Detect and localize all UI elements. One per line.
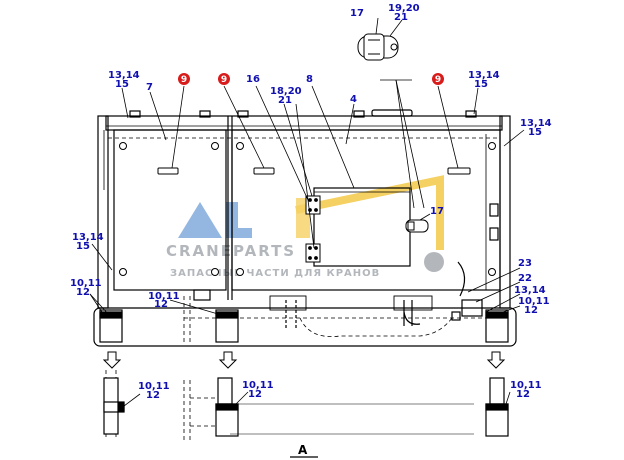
label-10-11-b3: 10,11 [510, 380, 542, 391]
callout-9-left [178, 73, 190, 85]
panel-left [113, 129, 227, 291]
svg-text:9: 9 [181, 75, 187, 85]
label-13-14-r: 13,14 [520, 118, 552, 129]
callouts-9: 9 9 9 [178, 73, 444, 85]
label-12-b2: 12 [248, 389, 262, 400]
label-21-mid: 21 [278, 95, 292, 106]
svg-text:9: 9 [221, 75, 227, 85]
view-arrow-left [102, 351, 122, 369]
watermark-hook-icon [424, 252, 444, 272]
label-15-tr: 15 [474, 79, 488, 90]
label-12-br: 12 [524, 305, 538, 316]
callout-9-center [218, 73, 230, 85]
detail-right [489, 377, 505, 405]
view-arrows [102, 351, 506, 369]
detail-center [217, 377, 233, 405]
label-21-top: 21 [394, 12, 408, 23]
top-rail [105, 115, 503, 131]
label-13-14-l: 13,14 [72, 232, 104, 243]
handle-left [157, 167, 179, 175]
door-handles [157, 167, 471, 175]
label-10-11-ml: 10,11 [148, 291, 180, 302]
base-frame [93, 307, 517, 347]
handle-center [253, 167, 275, 175]
label-10-11-l: 10,11 [70, 278, 102, 289]
label-16: 16 [246, 74, 260, 85]
hinges [305, 195, 321, 263]
label-13-14-tl: 13,14 [108, 70, 140, 81]
view-a-marker: A [290, 443, 318, 458]
watermark-crane-icon [295, 175, 444, 250]
label-8: 8 [306, 74, 313, 85]
label-12-l: 12 [76, 287, 90, 298]
label-7: 7 [146, 82, 153, 93]
watermark-tagline: ЗАПАСНЫЕ ЧАСТИ ДЛЯ КРАНОВ [170, 268, 380, 279]
label-10-11-b2: 10,11 [242, 380, 274, 391]
hinge-lower [305, 243, 321, 263]
label-17-mid: 17 [430, 206, 444, 217]
label-17-top: 17 [350, 8, 364, 19]
label-12-b3: 12 [516, 389, 530, 400]
view-label: A [298, 443, 308, 457]
watermark-a-shape [178, 202, 222, 238]
label-23: 23 [518, 258, 532, 269]
bolts [119, 142, 496, 276]
latch-detail [357, 33, 399, 61]
label-12-b1: 12 [146, 390, 160, 401]
label-22: 22 [518, 273, 532, 284]
watermark: CRANEPARTS ЗАПАСНЫЕ ЧАСТИ ДЛЯ КРАНОВ [166, 175, 444, 279]
label-15-r: 15 [528, 127, 542, 138]
label-12-ml: 12 [154, 299, 168, 310]
label-15-tl: 15 [115, 79, 129, 90]
label-13-14-tr: 13,14 [468, 70, 500, 81]
latch-mid [405, 219, 429, 233]
label-18-20: 18,20 [270, 86, 302, 97]
label-10-11-br: 10,11 [518, 296, 550, 307]
label-19-20: 19,20 [388, 3, 420, 14]
watermark-brand: CRANEPARTS [166, 242, 296, 260]
detail-views [103, 377, 509, 437]
svg-text:9: 9 [435, 75, 441, 85]
leader-lines [89, 17, 525, 407]
view-arrow-right [486, 351, 506, 369]
view-arrow-center [218, 351, 238, 369]
label-15-l: 15 [76, 241, 90, 252]
label-4: 4 [350, 94, 357, 105]
part-labels: 17 19,20 21 13,14 15 7 16 8 18,20 21 4 1… [70, 3, 552, 401]
label-10-11-b1: 10,11 [138, 381, 170, 392]
label-13-14-br: 13,14 [514, 285, 546, 296]
handle-right [447, 167, 471, 175]
callout-9-right [432, 73, 444, 85]
base-structure [93, 261, 517, 347]
